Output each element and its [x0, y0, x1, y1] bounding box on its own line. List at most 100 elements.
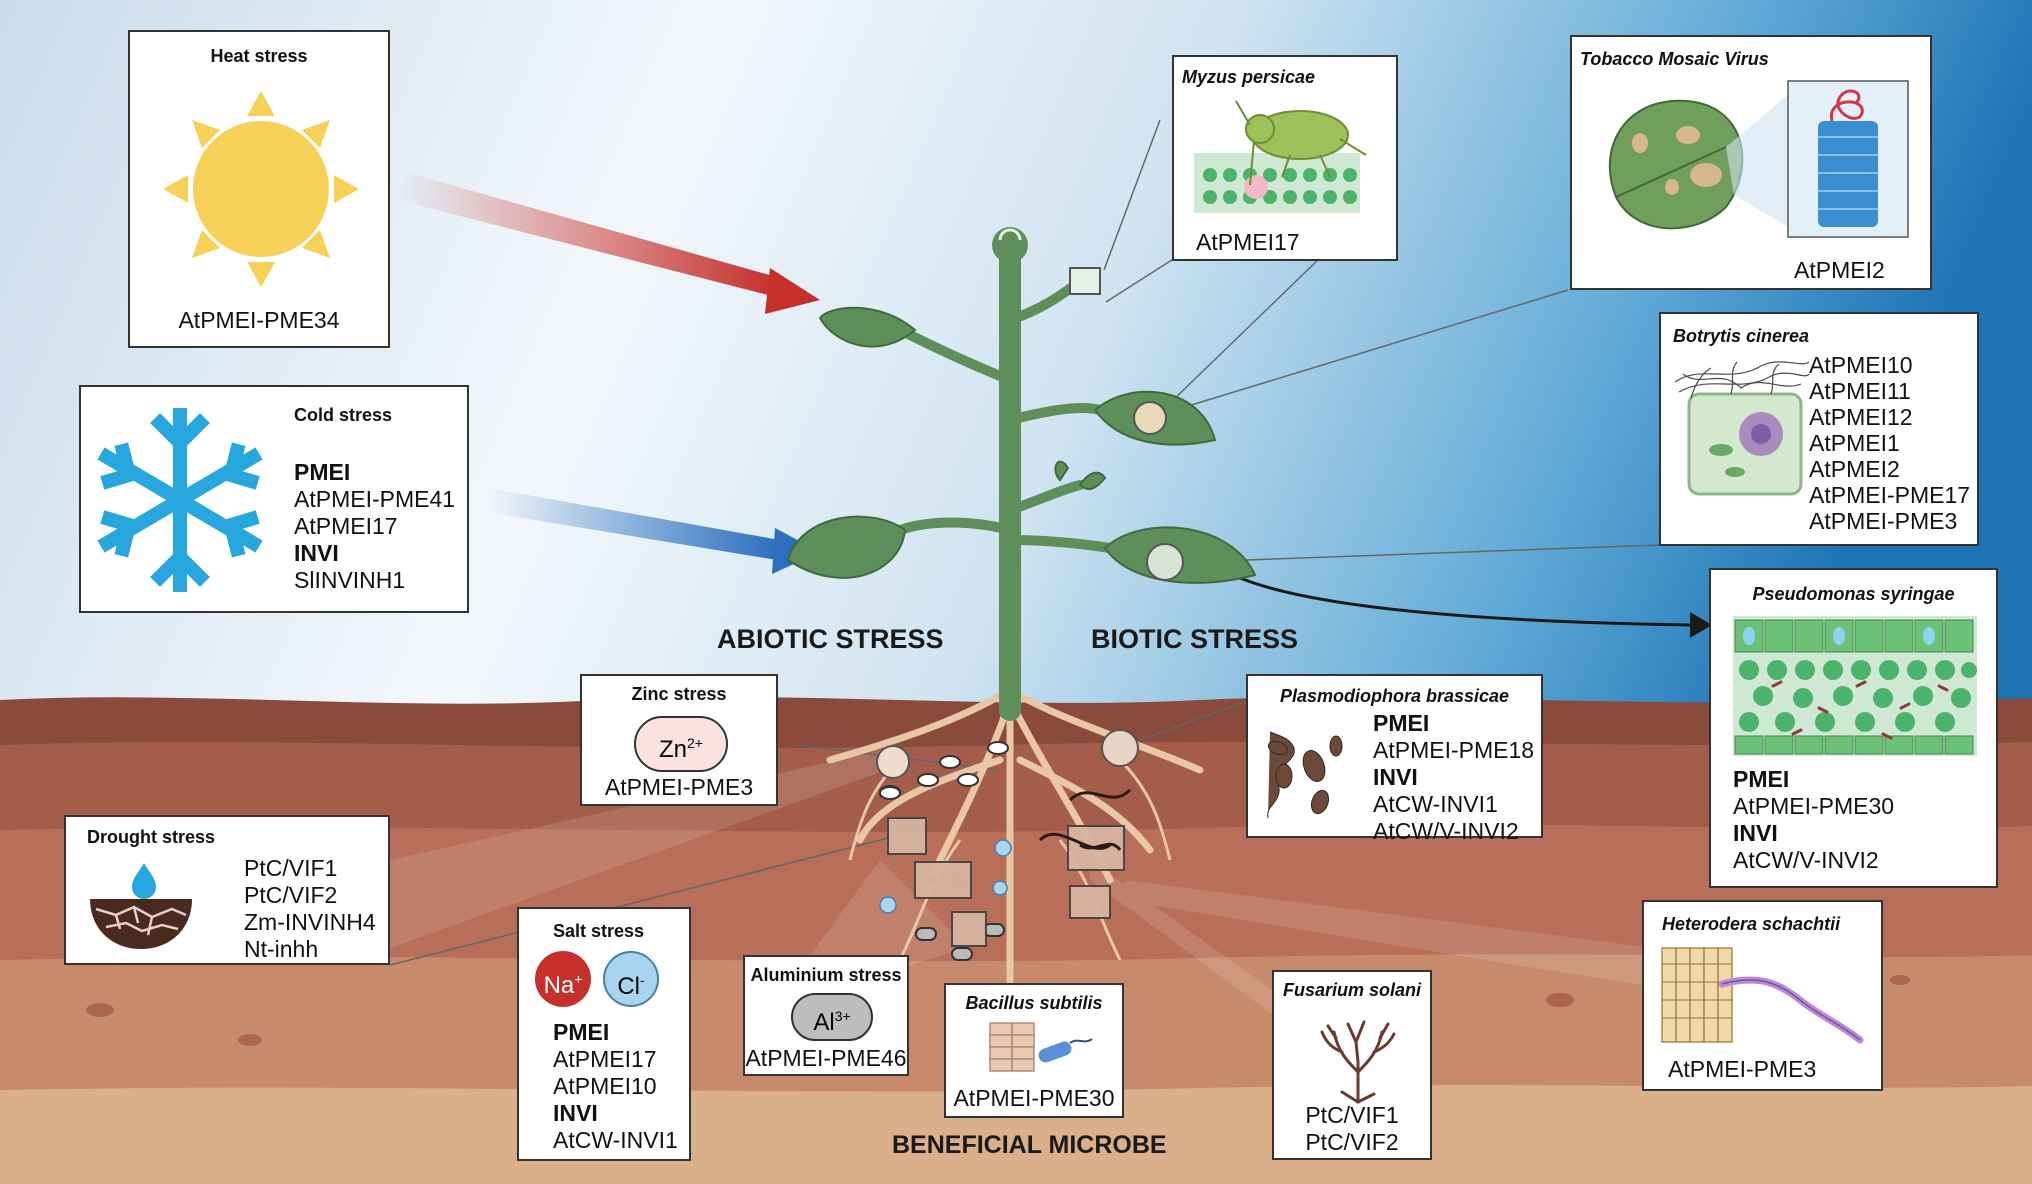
- chloride-ion-icon: Cl-: [603, 951, 659, 1007]
- myzus-title: Myzus persicae: [1182, 67, 1316, 87]
- cold-category: INVI: [294, 540, 339, 566]
- abiotic-stress-heading: ABIOTIC STRESS: [717, 624, 944, 654]
- salt-stress-box: Salt stress Na+ Cl- PMEI AtPMEI17 AtPMEI…: [517, 907, 691, 1161]
- plasmodiophora-brassicae-box: Plasmodiophora brassicae PMEI AtPMEI-PME…: [1246, 674, 1543, 844]
- zinc-stress-title: Zinc stress: [631, 684, 727, 704]
- cold-gene: AtPMEI17: [294, 513, 398, 539]
- drought-gene: Nt-inhh: [244, 936, 319, 962]
- hyphae-icon: [1320, 1020, 1396, 1104]
- plasmodiophora-gene: AtCW-INVI1: [1373, 791, 1498, 817]
- bacillus-subtilis-box: Bacillus subtilis AtPMEI-PME30: [944, 983, 1124, 1118]
- virus-icon: [1608, 80, 1909, 238]
- pseudomonas-syringae-box: Pseudomonas syringae PMEI AtPMEI-PME30 I…: [1709, 568, 1998, 888]
- fungal-cell-icon: [1674, 361, 1810, 496]
- salt-gene: AtPMEI10: [553, 1073, 657, 1099]
- heat-gene-label: AtPMEI-PME34: [178, 307, 340, 333]
- tmv-box: Tobacco Mosaic Virus AtPMEI2: [1570, 35, 1932, 290]
- tmv-gene-label: AtPMEI2: [1794, 257, 1885, 283]
- cold-gene: SlINVINH1: [294, 567, 406, 593]
- salt-stress-title: Salt stress: [553, 921, 645, 941]
- cold-stress-title: Cold stress: [294, 405, 393, 425]
- fusarium-gene: PtC/VIF2: [1305, 1129, 1399, 1155]
- sodium-ion-charge: +: [574, 971, 583, 987]
- beneficial-microbe-heading: BENEFICIAL MICROBE: [892, 1131, 1167, 1159]
- plasmodiophora-category: PMEI: [1373, 710, 1430, 736]
- chloride-ion-symbol: Cl: [617, 973, 640, 1000]
- chloride-ion-charge: -: [640, 972, 645, 988]
- sodium-ion-icon: Na+: [535, 951, 591, 1007]
- botrytis-gene: AtPMEI-PME17: [1809, 482, 1971, 508]
- myzus-gene-label: AtPMEI17: [1196, 229, 1300, 255]
- botrytis-gene-list: AtPMEI10 AtPMEI11 AtPMEI12 AtPMEI1 AtPME…: [1809, 352, 1970, 534]
- drought-gene-list: PtC/VIF1 PtC/VIF2 Zm-INVINH4 Nt-inhh: [244, 855, 376, 963]
- drought-gene: PtC/VIF2: [244, 882, 338, 908]
- zinc-ion-symbol: Zn: [659, 736, 688, 763]
- pseudomonas-category: PMEI: [1733, 766, 1790, 792]
- plasmodiophora-gene: AtCW/V-INVI2: [1373, 818, 1519, 844]
- drought-gene: Zm-INVINH4: [244, 909, 376, 935]
- botrytis-gene: AtPMEI-PME3: [1809, 508, 1958, 534]
- botrytis-gene: AtPMEI10: [1809, 352, 1913, 378]
- biotic-stress-heading: BIOTIC STRESS: [1091, 624, 1299, 654]
- cold-stress-box: Cold stress PMEI AtPMEI-PME41 AtPMEI17 I…: [79, 385, 469, 613]
- drought-gene: PtC/VIF1: [244, 855, 338, 881]
- cold-gene: AtPMEI-PME41: [294, 486, 456, 512]
- tmv-title: Tobacco Mosaic Virus: [1580, 49, 1769, 69]
- sun-icon: [163, 91, 359, 287]
- zinc-ion-icon: Zn2+: [634, 716, 728, 772]
- zinc-ion-charge: 2+: [687, 735, 703, 751]
- bacterium-icon: [989, 1022, 1093, 1072]
- fusarium-gene: PtC/VIF1: [1305, 1102, 1399, 1128]
- drought-stress-box: Drought stress PtC/VIF1 PtC/VIF2 Zm-INVI…: [64, 815, 390, 965]
- salt-gene: AtCW-INVI1: [553, 1127, 678, 1153]
- salt-gene: AtPMEI17: [553, 1046, 657, 1072]
- plasmodiophora-gene: AtPMEI-PME18: [1373, 737, 1535, 763]
- myzus-persicae-box: Myzus persicae AtPMEI17: [1172, 55, 1398, 261]
- fusarium-title: Fusarium solani: [1282, 980, 1422, 1000]
- salt-category: PMEI: [553, 1019, 610, 1045]
- pseudomonas-gene: AtCW/V-INVI2: [1733, 847, 1879, 873]
- drought-stress-title: Drought stress: [87, 827, 216, 847]
- salt-category: INVI: [553, 1100, 598, 1126]
- cracked-soil-icon: [90, 863, 192, 949]
- zinc-gene-label: AtPMEI-PME3: [604, 774, 754, 800]
- plasmodiophora-title: Plasmodiophora brassicae: [1279, 686, 1510, 706]
- botrytis-gene: AtPMEI11: [1809, 378, 1911, 404]
- botrytis-gene: AtPMEI2: [1809, 456, 1900, 482]
- bacillus-title: Bacillus subtilis: [965, 993, 1103, 1013]
- bacillus-gene-label: AtPMEI-PME30: [953, 1085, 1115, 1111]
- fusarium-solani-box: Fusarium solani PtC/VIF1 PtC/VIF2: [1272, 970, 1432, 1160]
- aluminium-stress-title: Aluminium stress: [750, 965, 902, 985]
- nematode-icon: [1661, 947, 1864, 1044]
- clubroot-icon: [1267, 731, 1343, 819]
- heterodera-title: Heterodera schachtii: [1662, 914, 1841, 934]
- botrytis-gene: AtPMEI12: [1809, 404, 1913, 430]
- plasmodiophora-category: INVI: [1373, 764, 1418, 790]
- heterodera-schachtii-box: Heterodera schachtii AtPMEI-PME3: [1642, 900, 1883, 1091]
- pseudomonas-gene-list: PMEI AtPMEI-PME30 INVI AtCW/V-INVI2: [1733, 766, 1894, 874]
- salt-gene-list: PMEI AtPMEI17 AtPMEI10 INVI AtCW-INVI1: [553, 1019, 678, 1154]
- pseudomonas-title: Pseudomonas syringae: [1752, 584, 1955, 604]
- cold-gene-list: PMEI AtPMEI-PME41 AtPMEI17 INVI SlINVINH…: [294, 459, 455, 594]
- heat-stress-title: Heat stress: [210, 46, 308, 66]
- aluminium-stress-box: Aluminium stress Al3+ AtPMEI-PME46: [743, 955, 909, 1076]
- pseudomonas-category: INVI: [1733, 820, 1778, 846]
- botrytis-title: Botrytis cinerea: [1673, 326, 1810, 346]
- heat-stress-box: Heat stress AtPMEI-PME34: [128, 30, 390, 348]
- plasmodiophora-gene-list: PMEI AtPMEI-PME18 INVI AtCW-INVI1 AtCW/V…: [1373, 710, 1534, 845]
- aluminium-ion-symbol: Al: [813, 1009, 835, 1036]
- heterodera-gene-label: AtPMEI-PME3: [1668, 1056, 1817, 1082]
- leaf-tissue-icon: [1733, 616, 1977, 756]
- cold-category: PMEI: [294, 459, 351, 485]
- aluminium-gene-label: AtPMEI-PME46: [745, 1045, 907, 1071]
- pseudomonas-gene: AtPMEI-PME30: [1733, 793, 1895, 819]
- snowflake-icon: [97, 408, 263, 592]
- aluminium-ion-icon: Al3+: [791, 993, 873, 1041]
- fusarium-gene-list: PtC/VIF1 PtC/VIF2: [1274, 1102, 1430, 1156]
- botrytis-gene: AtPMEI1: [1809, 430, 1900, 456]
- aluminium-ion-charge: 3+: [834, 1008, 851, 1024]
- botrytis-cinerea-box: Botrytis cinerea AtPMEI10 AtPMEI11 AtPME…: [1659, 312, 1979, 546]
- sodium-ion-symbol: Na: [543, 972, 575, 999]
- zinc-stress-box: Zinc stress Zn2+ AtPMEI-PME3: [580, 674, 778, 806]
